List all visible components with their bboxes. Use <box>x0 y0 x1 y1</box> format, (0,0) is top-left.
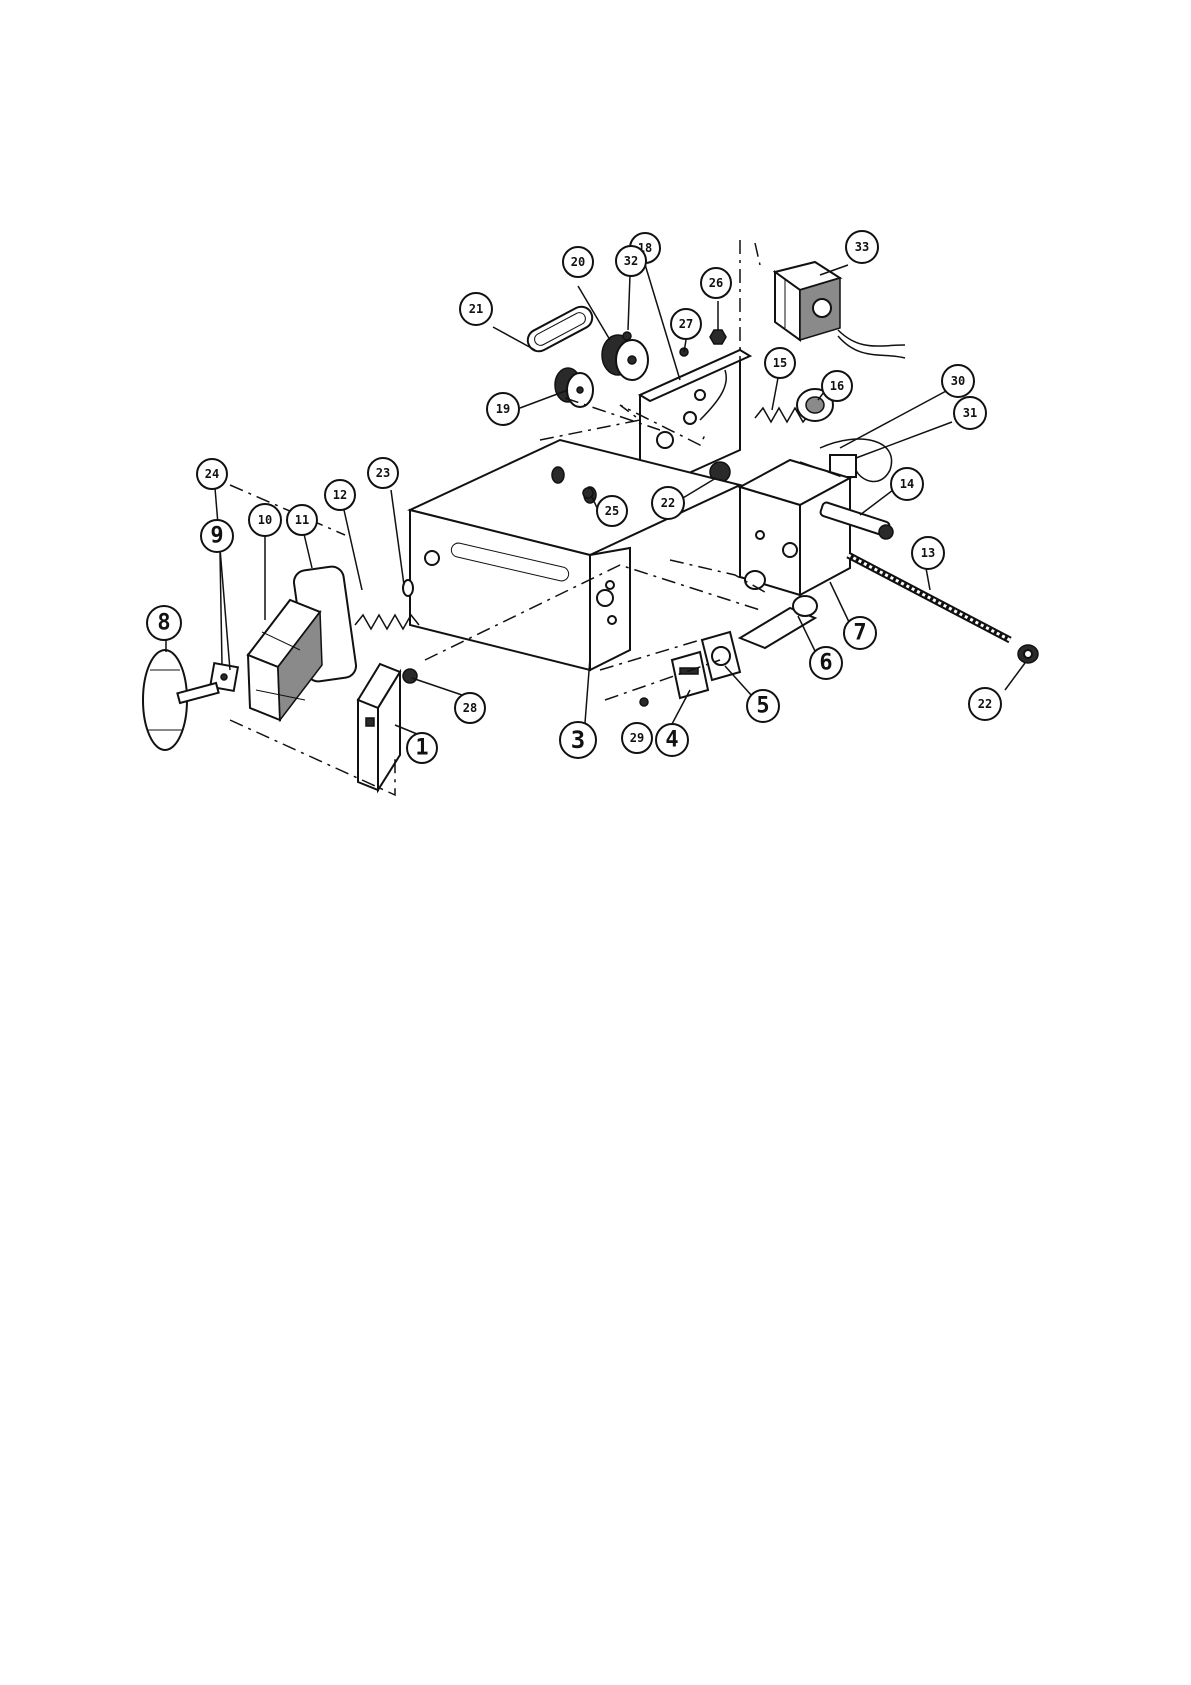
callout-label: 13 <box>921 546 935 560</box>
part-1-slide-bracket <box>358 664 417 790</box>
callout-5: 5 <box>747 690 779 722</box>
callout-label: 27 <box>679 317 693 331</box>
part-10-block <box>248 600 322 720</box>
callout-27: 27 <box>671 309 701 339</box>
callout-31: 31 <box>954 397 986 429</box>
callout-label: 19 <box>496 402 510 416</box>
callout-24: 24 <box>197 459 227 489</box>
callout-4: 4 <box>656 724 688 756</box>
callout-30: 30 <box>942 365 974 397</box>
part-29-screw <box>640 698 648 706</box>
callout-9: 9 <box>201 520 233 552</box>
part-5-gasket-plate <box>702 632 740 680</box>
callout-26: 26 <box>701 268 731 298</box>
callout-14: 14 <box>891 468 923 500</box>
callout-6: 6 <box>810 647 842 679</box>
callout-label: 22 <box>661 496 675 510</box>
part-20-large-pulley <box>602 335 648 380</box>
callout-22a: 22 <box>652 487 684 519</box>
part-3-main-chassis <box>410 440 740 670</box>
callout-16: 16 <box>822 371 852 401</box>
callout-label: 12 <box>333 488 347 502</box>
callout-29: 29 <box>622 723 652 753</box>
callout-label: 28 <box>463 701 477 715</box>
callout-label: 15 <box>773 356 787 370</box>
part-32-set-screw <box>623 332 631 340</box>
part-33-stepper-motor <box>775 262 905 358</box>
callout-1: 1 <box>407 733 437 763</box>
callout-25: 25 <box>597 496 627 526</box>
callout-label: 22 <box>978 697 992 711</box>
callout-11: 11 <box>287 505 317 535</box>
callout-19: 19 <box>487 393 519 425</box>
callout-label: 29 <box>630 731 644 745</box>
callout-10: 10 <box>249 504 281 536</box>
callout-21: 21 <box>460 293 492 325</box>
callout-label: 26 <box>709 276 723 290</box>
callout-label: 16 <box>830 379 844 393</box>
callout-label: 30 <box>951 374 965 388</box>
callout-label: 8 <box>157 611 170 636</box>
callout-3: 3 <box>560 722 596 758</box>
callout-28: 28 <box>455 693 485 723</box>
callout-label: 20 <box>571 255 585 269</box>
part-21-timing-belt <box>524 303 596 355</box>
callout-label: 14 <box>900 477 914 491</box>
callout-label: 3 <box>571 726 585 754</box>
callout-label: 32 <box>624 254 638 268</box>
callout-label: 9 <box>210 524 223 549</box>
callout-20: 20 <box>563 247 593 277</box>
callout-label: 33 <box>855 240 869 254</box>
callout-label: 31 <box>963 406 977 420</box>
callout-22b: 22 <box>969 688 1001 720</box>
callout-label: 7 <box>853 621 866 646</box>
callout-8: 8 <box>147 606 181 640</box>
callout-7: 7 <box>844 617 876 649</box>
callout-label: 21 <box>469 302 483 316</box>
callout-label: 25 <box>605 504 619 518</box>
part-8-knob <box>143 650 219 750</box>
callout-label: 1 <box>415 736 428 761</box>
callout-15: 15 <box>765 348 795 378</box>
callout-label: 24 <box>205 467 219 481</box>
callout-label: 23 <box>376 466 390 480</box>
part-22-lower-nut <box>1018 645 1038 663</box>
callout-23: 23 <box>368 458 398 488</box>
part-26-nut <box>710 330 726 344</box>
callout-label: 5 <box>756 694 769 719</box>
callout-label: 10 <box>258 513 272 527</box>
callout-label: 6 <box>819 651 832 676</box>
callout-13: 13 <box>912 537 944 569</box>
callout-32: 32 <box>616 246 646 276</box>
callout-33: 33 <box>846 231 878 263</box>
callout-12: 12 <box>325 480 355 510</box>
callout-label: 11 <box>295 513 309 527</box>
part-25-screw <box>583 488 593 498</box>
callout-label: 4 <box>665 728 678 753</box>
